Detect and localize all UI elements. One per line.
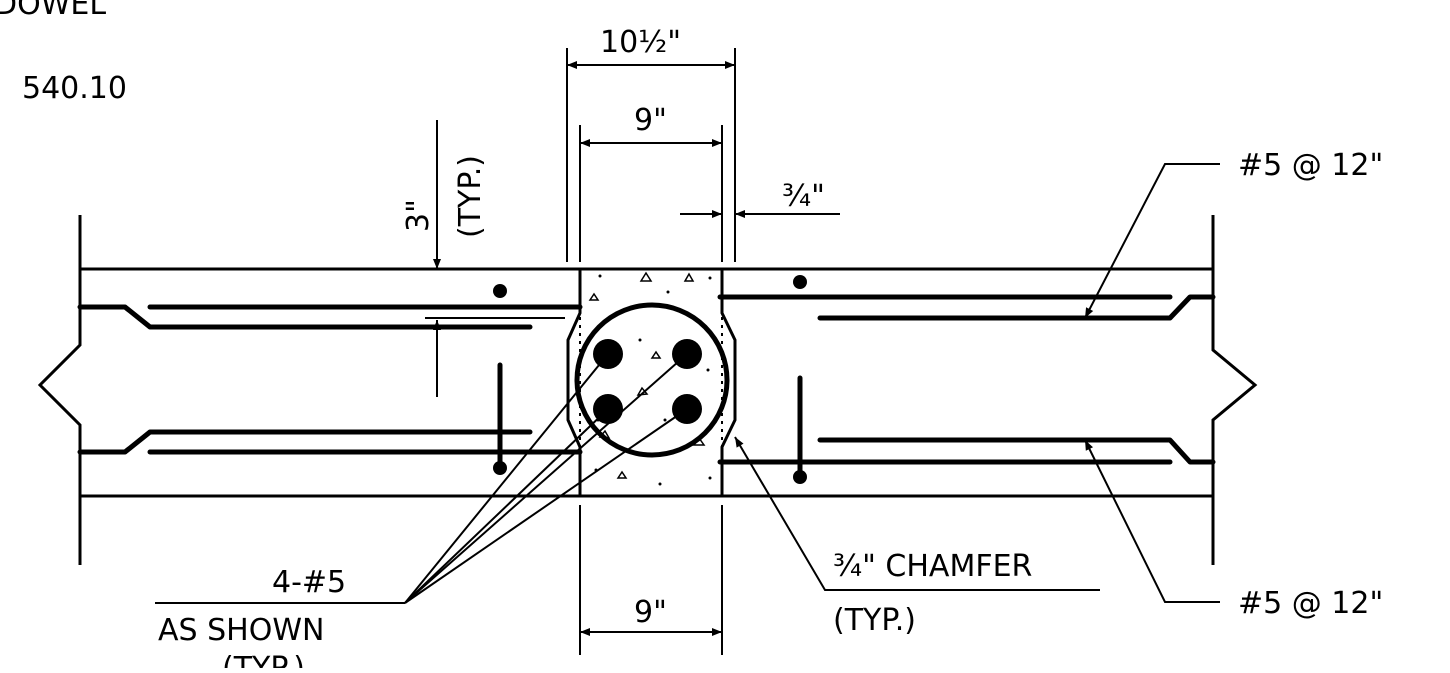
title-fragment: DOWEL bbox=[0, 0, 106, 22]
chamfer-typ-label: (TYP.) bbox=[833, 603, 916, 638]
cover-dim-label: 3" bbox=[401, 199, 436, 232]
right-slab-rebar bbox=[717, 275, 1216, 484]
dowel-block bbox=[566, 269, 737, 496]
dim-chamfer-label: ¾" bbox=[782, 179, 825, 214]
rebar-top-label: #5 @ 12" bbox=[1238, 148, 1383, 183]
dim-top-outer-label: 10½" bbox=[600, 25, 681, 60]
cover-typ-label: (TYP.) bbox=[453, 155, 488, 238]
chamfer-note-label: ¾" CHAMFER bbox=[833, 549, 1032, 584]
dim-top-inner-label: 9" bbox=[634, 103, 667, 138]
bars-typ-label: (TYP.) bbox=[222, 651, 305, 668]
bars-count-label: 4-#5 bbox=[272, 565, 346, 600]
bars-note-label: AS SHOWN bbox=[158, 613, 324, 648]
rebar-bottom-label: #5 @ 12" bbox=[1238, 586, 1383, 621]
slab-outline bbox=[37, 215, 1258, 565]
leaders bbox=[155, 163, 1220, 604]
dim-bottom-label: 9" bbox=[634, 595, 667, 630]
ref-number: 540.10 bbox=[22, 71, 127, 106]
dimensions bbox=[425, 48, 840, 655]
left-slab-rebar bbox=[77, 284, 583, 475]
